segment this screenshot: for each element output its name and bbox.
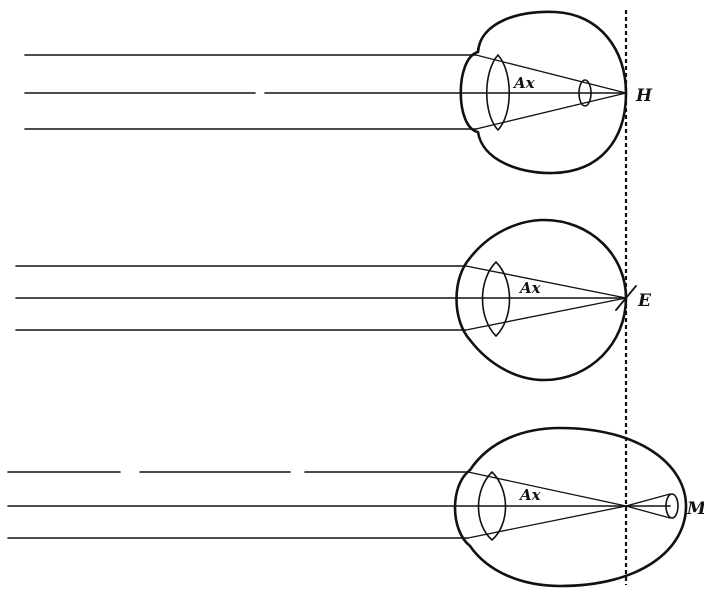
axis-label: Ax bbox=[518, 279, 542, 297]
diverging-ray bbox=[626, 494, 670, 506]
refracted-ray bbox=[468, 506, 626, 538]
refracted-ray bbox=[476, 55, 626, 93]
myopia-letter: M bbox=[686, 499, 704, 519]
eyeball-outline bbox=[455, 428, 686, 586]
axis-label: Ax bbox=[518, 486, 542, 504]
emmetropic-eye: Ax E bbox=[16, 220, 652, 380]
refracted-ray bbox=[466, 266, 626, 298]
refracted-ray bbox=[476, 93, 626, 129]
diverging-ray bbox=[626, 506, 670, 518]
emmetropia-letter: E bbox=[637, 291, 652, 311]
hyperopia-letter: H bbox=[635, 86, 653, 106]
axis-label: Ax bbox=[512, 74, 536, 92]
refracted-ray bbox=[466, 298, 626, 330]
refracted-ray bbox=[468, 472, 626, 506]
crystalline-lens bbox=[483, 262, 510, 336]
myopic-eye: Ax M bbox=[8, 428, 704, 586]
hyperopic-eye: Ax H bbox=[25, 12, 653, 173]
